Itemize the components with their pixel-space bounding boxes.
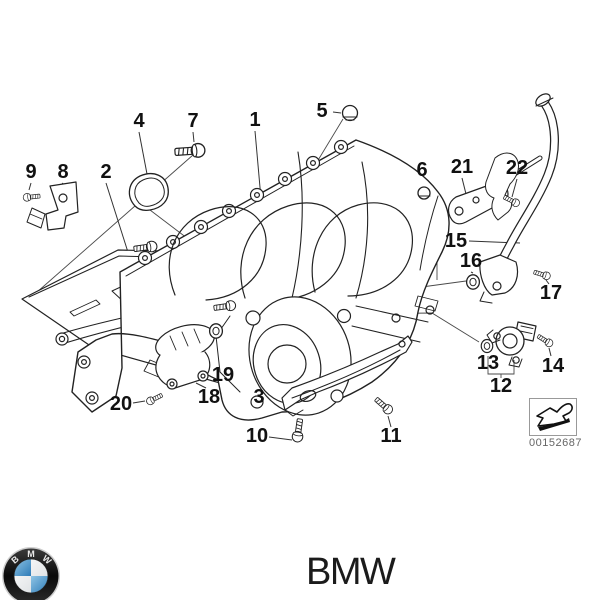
callout-3: 3 [253,386,265,408]
callout-5: 5 [316,100,328,122]
callout-22: 22 [505,157,529,179]
diagram-stamp: 00152687 [529,398,582,449]
bolt-part14 [535,332,555,349]
oring-part16 [465,274,481,290]
bolt-part17 [532,267,552,281]
callout-12: 12 [489,375,513,397]
part-number-label: BMW 11617560235 [306,551,521,600]
callout-11: 11 [380,425,402,447]
idle-valve-part18 [155,324,215,390]
cap-part5 [341,104,359,122]
stamp-code: 00152687 [529,437,582,449]
support-bracket-part3 [281,335,413,417]
callout-18: 18 [197,386,221,408]
callout-20: 20 [109,393,133,415]
callout-1: 1 [249,109,261,131]
callout-21: 21 [450,156,474,178]
callout-7: 7 [187,110,199,132]
oring-part13 [480,338,494,354]
mount-bracket-part8 [26,181,79,231]
sensor-part12 [486,321,537,368]
callout-4: 4 [133,110,145,132]
vent-pipe-part15 [479,93,559,304]
callout-15: 15 [444,230,468,252]
callout-14: 14 [541,355,565,377]
bmw-logo: B M W [2,547,60,600]
direction-arrow-icon [536,403,573,431]
callout-2: 2 [100,161,112,183]
callout-6: 6 [416,159,428,181]
stamp-arrow-box [529,398,577,436]
oring-part19 [208,323,224,339]
bolt-part10 [291,417,306,444]
intake-manifold-diagram [21,93,559,444]
callout-10: 10 [245,425,269,447]
cap-part6 [417,186,431,200]
bolt-part7 [173,142,206,160]
callout-19: 19 [211,364,235,386]
callout-17: 17 [539,282,563,304]
callout-13: 13 [476,352,500,374]
line-art [21,93,559,444]
bmw-letter-b: B [9,553,21,565]
manifold-body-part1 [71,139,450,421]
bolt-part9 [22,191,41,202]
callout-8: 8 [57,161,69,183]
gasket-part4 [128,173,169,212]
bolt-part20 [144,391,165,407]
bolt-part11 [372,395,395,417]
callout-9: 9 [25,161,37,183]
bmw-letter-m: M [27,549,35,559]
callout-16: 16 [459,250,483,272]
bracket-part21 [447,152,543,225]
